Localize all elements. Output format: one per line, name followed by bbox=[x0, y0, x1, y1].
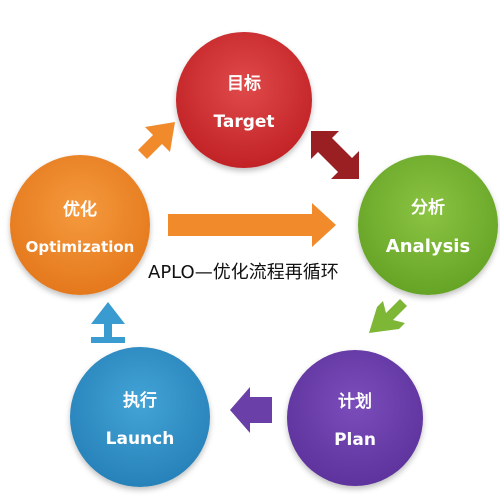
node-optimization-en: Optimization bbox=[25, 237, 135, 256]
node-launch-zh: 执行 bbox=[123, 390, 157, 411]
node-plan-en: Plan bbox=[334, 429, 376, 450]
cycle-title: APLO—优化流程再循环 bbox=[148, 262, 339, 283]
arrow-target-analysis-double bbox=[311, 131, 359, 179]
node-analysis-zh: 分析 bbox=[411, 198, 445, 218]
arrow-plan-to-launch bbox=[230, 387, 272, 433]
arrow-optimize-to-analysis bbox=[168, 203, 336, 247]
arrow-launch-to-optimize bbox=[91, 302, 125, 343]
node-plan: 计划 Plan bbox=[287, 350, 423, 486]
node-target-en: Target bbox=[213, 111, 275, 132]
node-launch-en: Launch bbox=[105, 428, 175, 449]
node-plan-zh: 计划 bbox=[338, 391, 372, 412]
arrow-analysis-to-plan bbox=[369, 299, 407, 333]
node-analysis-en: Analysis bbox=[385, 236, 471, 257]
node-optimization: 优化 Optimization bbox=[10, 155, 150, 295]
node-target: 目标 Target bbox=[176, 32, 312, 168]
arrow-optimize-to-target bbox=[138, 122, 175, 159]
node-target-zh: 目标 bbox=[227, 73, 261, 94]
node-launch: 执行 Launch bbox=[70, 347, 210, 487]
node-analysis: 分析 Analysis bbox=[358, 155, 498, 295]
node-optimization-zh: 优化 bbox=[63, 199, 97, 220]
